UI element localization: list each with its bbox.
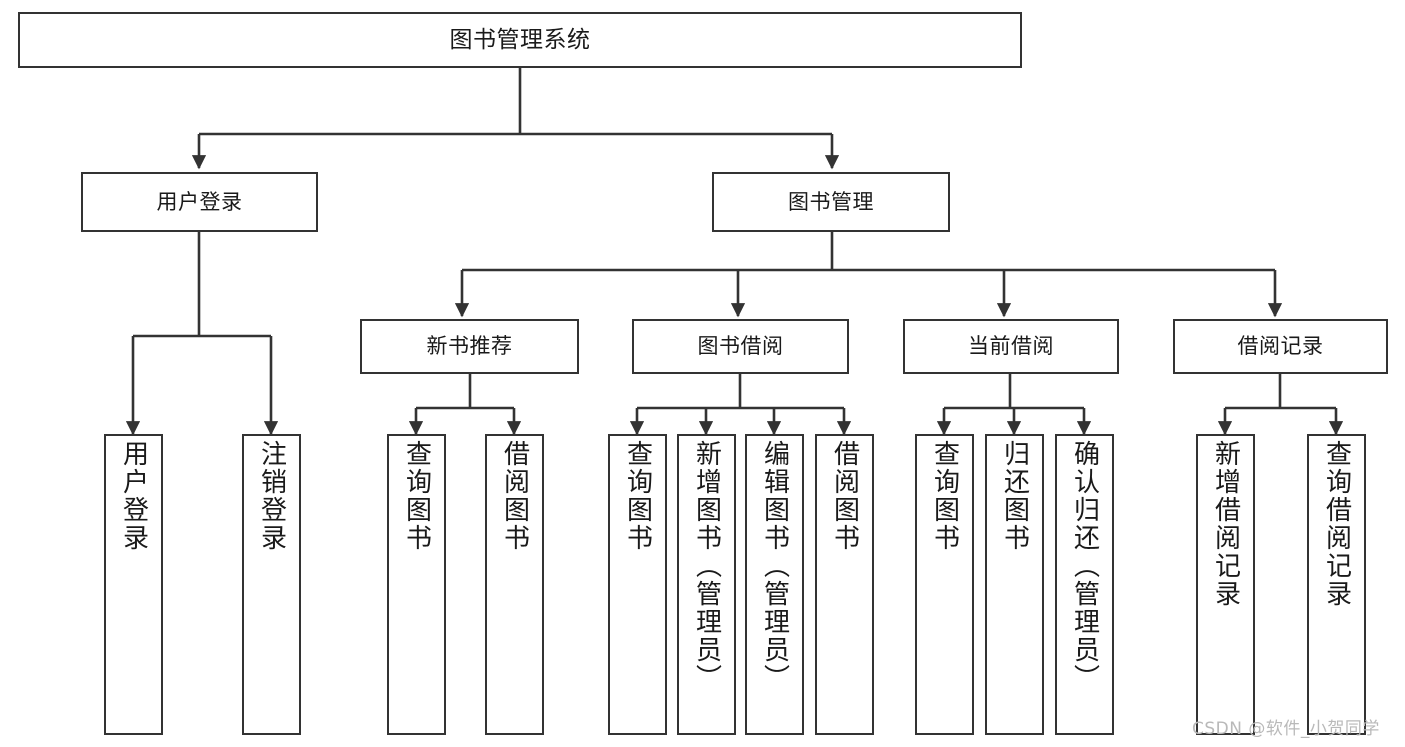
- node-new-book-recommend[interactable]: 新书推荐: [360, 319, 579, 374]
- node-book-borrow-label: 图书借阅: [697, 334, 784, 359]
- node-leaf-user-login[interactable]: 用户登录: [104, 434, 163, 735]
- node-leaf-query-book-2-label: 查询图书: [622, 440, 653, 552]
- node-leaf-edit-book[interactable]: 编辑图书（管理员）: [745, 434, 804, 735]
- node-leaf-add-record-label: 新增借阅记录: [1210, 440, 1241, 608]
- node-leaf-add-book[interactable]: 新增图书（管理员）: [677, 434, 736, 735]
- node-book-borrow[interactable]: 图书借阅: [632, 319, 849, 374]
- node-leaf-query-book-3-label: 查询图书: [929, 440, 960, 552]
- node-leaf-query-record-label: 查询借阅记录: [1321, 440, 1352, 608]
- node-leaf-query-book-3[interactable]: 查询图书: [915, 434, 974, 735]
- node-root[interactable]: 图书管理系统: [18, 12, 1022, 68]
- node-leaf-borrow-book-2[interactable]: 借阅图书: [815, 434, 874, 735]
- watermark-text: CSDN @软件_小贺同学: [1192, 719, 1380, 739]
- node-leaf-user-login-label: 用户登录: [118, 440, 149, 552]
- node-leaf-borrow-book-1-label: 借阅图书: [499, 440, 530, 552]
- node-leaf-query-book-1-label: 查询图书: [401, 440, 432, 552]
- node-leaf-query-book-1[interactable]: 查询图书: [387, 434, 446, 735]
- node-leaf-confirm-return-label: 确认归还（管理员）: [1069, 440, 1100, 692]
- node-leaf-borrow-book-1[interactable]: 借阅图书: [485, 434, 544, 735]
- node-user-login-label: 用户登录: [156, 189, 243, 214]
- node-leaf-confirm-return[interactable]: 确认归还（管理员）: [1055, 434, 1114, 735]
- node-leaf-borrow-book-2-label: 借阅图书: [829, 440, 860, 552]
- node-book-manage[interactable]: 图书管理: [712, 172, 950, 232]
- node-leaf-edit-book-label: 编辑图书（管理员）: [759, 440, 790, 692]
- node-current-borrow[interactable]: 当前借阅: [903, 319, 1119, 374]
- node-leaf-add-record[interactable]: 新增借阅记录: [1196, 434, 1255, 735]
- node-borrow-record[interactable]: 借阅记录: [1173, 319, 1388, 374]
- node-leaf-add-book-label: 新增图书（管理员）: [691, 440, 722, 692]
- node-leaf-return-book-label: 归还图书: [999, 440, 1030, 552]
- node-leaf-logout-login[interactable]: 注销登录: [242, 434, 301, 735]
- node-user-login[interactable]: 用户登录: [81, 172, 318, 232]
- node-leaf-query-record[interactable]: 查询借阅记录: [1307, 434, 1366, 735]
- node-current-borrow-label: 当前借阅: [968, 334, 1054, 359]
- node-new-book-recommend-label: 新书推荐: [426, 334, 513, 359]
- node-root-label: 图书管理系统: [449, 26, 591, 53]
- node-book-manage-label: 图书管理: [788, 189, 874, 214]
- node-borrow-record-label: 借阅记录: [1237, 334, 1324, 359]
- node-leaf-logout-login-label: 注销登录: [256, 440, 287, 552]
- node-leaf-return-book[interactable]: 归还图书: [985, 434, 1044, 735]
- node-leaf-query-book-2[interactable]: 查询图书: [608, 434, 667, 735]
